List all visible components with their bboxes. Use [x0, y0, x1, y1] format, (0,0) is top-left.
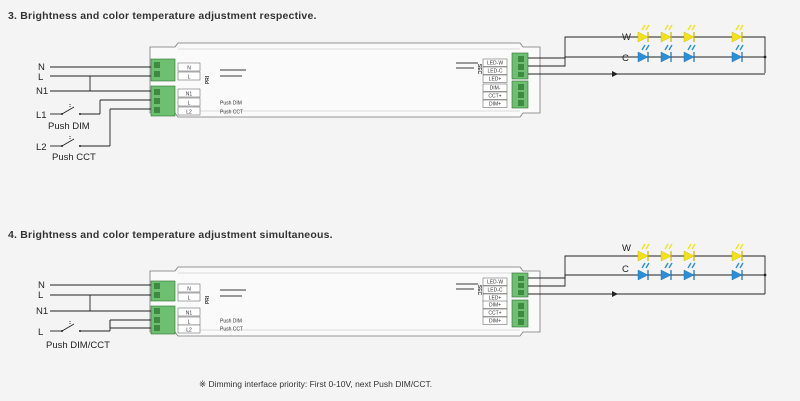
channel-label-c: C: [622, 264, 629, 275]
input-label-l-switch: L: [38, 327, 43, 338]
sec-cell-dimplus-b: DIM+: [489, 319, 501, 325]
input-wires: N L N1 L Push DIM/CCT: [36, 280, 151, 351]
pri-cell-l2: L2: [186, 110, 192, 116]
sec-cell-dimplus: DIM+: [489, 102, 501, 108]
sec-cell-dimminus: DIM-: [490, 86, 501, 92]
push-switch-icon: [61, 330, 81, 332]
sec-cell-ledc: LED-C: [487, 69, 502, 75]
sec-cell-ledw: LED-W: [487, 280, 503, 286]
cool-led-icon: [660, 262, 673, 281]
sec-cell-ledw: LED-W: [487, 61, 503, 67]
pri-note-dim: Push DIM: [220, 319, 242, 325]
pri-cell-n1: N1: [186, 92, 193, 98]
cool-led-icon: [683, 44, 696, 63]
section-title: 3. Brightness and color temperature adju…: [8, 10, 317, 22]
pri-note-cct: Push CCT: [220, 327, 243, 333]
warm-led-icon: [660, 24, 673, 43]
pri-cell-l: L: [188, 296, 191, 302]
cool-led-icon: [731, 262, 744, 281]
warm-led-icon: [683, 24, 696, 43]
warm-led-icon: [683, 243, 696, 262]
channel-label-c: C: [622, 53, 629, 64]
input-label-l2: L2: [36, 142, 47, 153]
sec-cell-ledplus: LED+: [489, 77, 502, 83]
pri-cell-l1: L: [188, 101, 191, 107]
section-simultaneous: 4. Brightness and color temperature adju…: [8, 229, 767, 351]
sec-cell-ledc: LED-C: [487, 288, 502, 294]
cool-led-icon: [683, 262, 696, 281]
input-wires: N L N1 L1 L2 Push DIM Push CCT: [36, 62, 151, 163]
switch-label-dimcct: Push DIM/CCT: [46, 340, 110, 351]
input-label-n: N: [38, 280, 45, 291]
switch-label-dim: Push DIM: [48, 121, 90, 132]
section-respective: 3. Brightness and color temperature adju…: [8, 10, 767, 163]
pri-cell-n: N: [187, 66, 191, 72]
warm-led-icon: [637, 24, 650, 43]
sec-label: SEC: [476, 285, 482, 296]
output-wires: W C: [528, 24, 767, 77]
input-label-n1: N1: [36, 86, 48, 97]
primary-terminal: N L N1 L L2 PRI Push DIM Push CCT: [150, 280, 246, 335]
secondary-terminal: SEC LED-W LED-C LED+ DIM- CCT+ DIM+: [456, 52, 529, 109]
pri-cell-l: L: [188, 75, 191, 81]
pri-cell-l2: L2: [186, 328, 192, 334]
pri-note-dim: Push DIM: [220, 101, 242, 107]
cool-led-icon: [637, 44, 650, 63]
cool-led-icon: [731, 44, 744, 63]
input-label-l: L: [38, 72, 43, 83]
sec-cell-cctplus: CCT+: [488, 311, 501, 317]
channel-label-w: W: [622, 32, 631, 43]
push-switch-icon: [61, 145, 81, 147]
footnote: ※ Dimming interface priority: First 0-10…: [199, 379, 432, 389]
sec-cell-dimplus-a: DIM+: [489, 303, 501, 309]
push-switch-icon: [61, 113, 81, 115]
switch-label-cct: Push CCT: [52, 152, 96, 163]
pri-cell-n: N: [187, 287, 191, 293]
driver-case: [149, 266, 541, 337]
section-title: 4. Brightness and color temperature adju…: [8, 229, 333, 241]
channel-label-w: W: [622, 243, 631, 254]
warm-led-icon: [731, 243, 744, 262]
warm-led-icon: [637, 243, 650, 262]
input-label-l1: L1: [36, 110, 47, 121]
pri-cell-n1: N1: [186, 311, 193, 317]
secondary-terminal: SEC LED-W LED-C LED+ DIM+ CCT+ DIM+: [456, 272, 529, 328]
input-label-l: L: [38, 290, 43, 301]
arrow-icon: [612, 71, 618, 77]
input-label-n1: N1: [36, 306, 48, 317]
pri-label: PRI: [205, 295, 211, 304]
sec-cell-cctplus: CCT+: [488, 94, 501, 100]
pri-cell-l1: L: [188, 320, 191, 326]
output-wires: W C: [528, 243, 767, 297]
arrow-icon: [612, 291, 618, 297]
primary-terminal: N L N1 L L2 PRI Push DIM Push CCT: [150, 58, 246, 117]
pri-label: PRI: [205, 75, 211, 84]
warm-led-icon: [660, 243, 673, 262]
input-label-n: N: [38, 62, 45, 73]
cool-led-icon: [637, 262, 650, 281]
pri-note-cct: Push CCT: [220, 110, 243, 116]
sec-cell-ledplus: LED+: [489, 296, 502, 302]
warm-led-icon: [731, 24, 744, 43]
cool-led-icon: [660, 44, 673, 63]
sec-label: SEC: [476, 64, 482, 75]
